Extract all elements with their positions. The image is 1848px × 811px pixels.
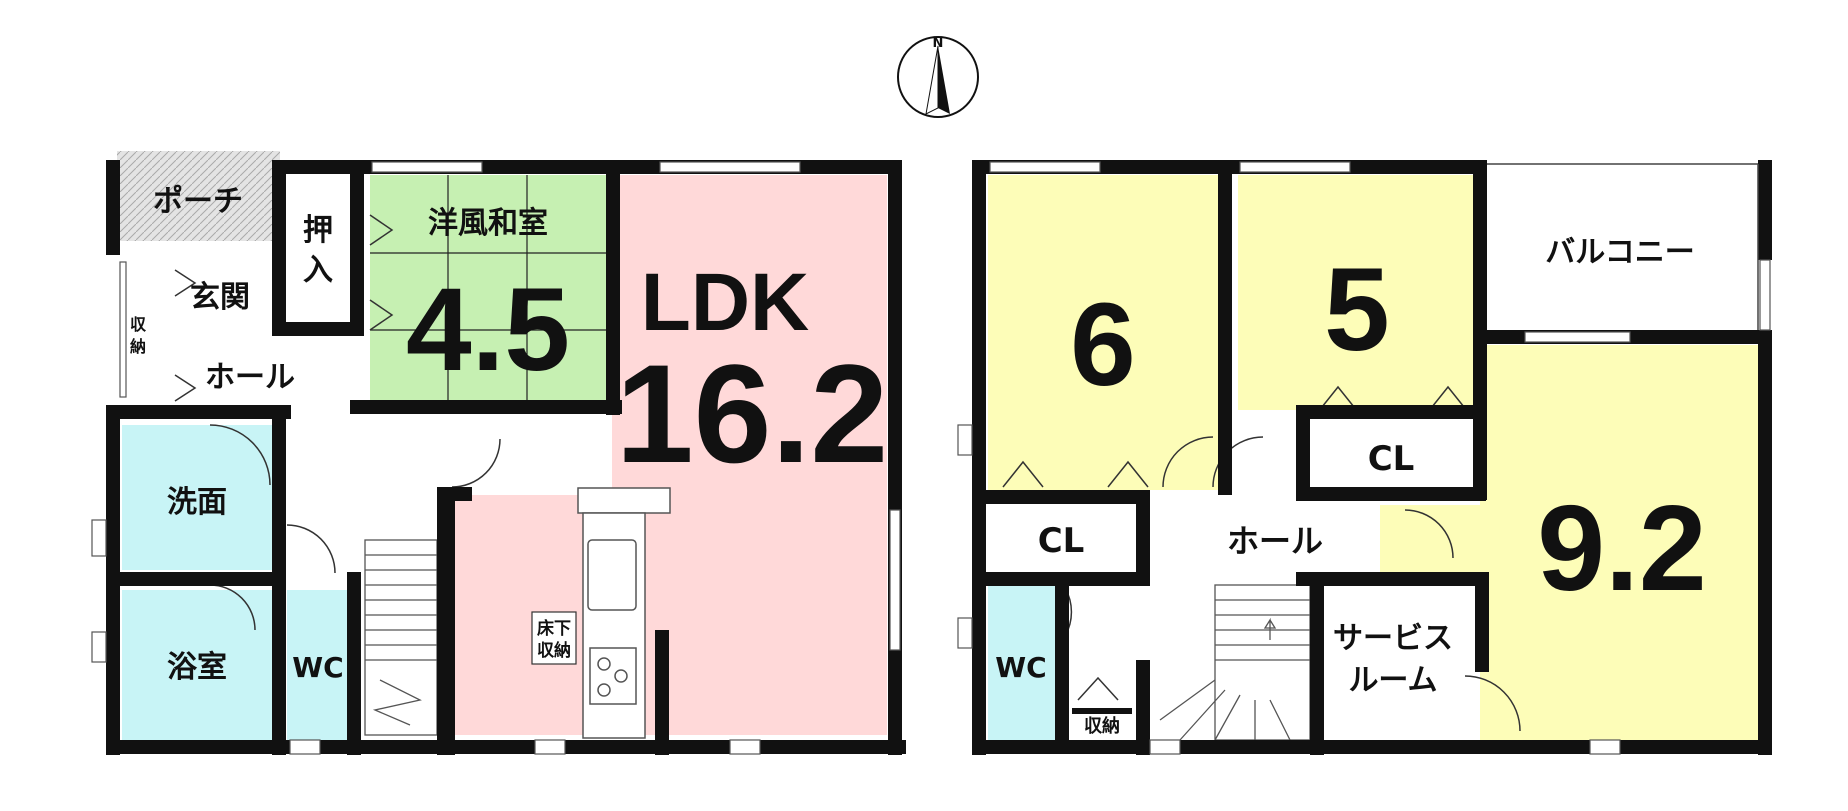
porch-label: ポーチ (153, 184, 243, 219)
floor-1: ポーチ 玄関 収 納 ホール 押 入 洗面 浴室 WC 洋風和室 4.5 LDK… (91, 151, 906, 755)
stairs-1f (364, 539, 438, 736)
hall-2f-label: ホール (1227, 522, 1323, 560)
storage-2f-label: 収納 (1084, 715, 1120, 737)
room-92-size: 9.2 (1537, 480, 1707, 616)
bath-area (122, 590, 272, 740)
balcony-label: バルコニー (1545, 235, 1694, 270)
wc-1f-label: WC (292, 651, 343, 684)
compass-icon: N (897, 36, 979, 118)
cl-wall-1 (1296, 487, 1486, 501)
cl-label-1: CL (1038, 521, 1085, 561)
washroom-area (122, 425, 272, 570)
ldk-label: LDK (641, 257, 810, 348)
cl-box-1 (986, 504, 1136, 572)
walls-2f (972, 160, 1772, 755)
wc1-area (287, 590, 347, 740)
storage-label-1: 収 (130, 315, 147, 334)
porch-area (117, 151, 280, 241)
room-6-area (988, 175, 1218, 490)
storage-label-2: 納 (130, 337, 146, 356)
ldk-size: 16.2 (616, 335, 888, 492)
windows-1f (91, 161, 901, 755)
wc-2f-label: WC (995, 651, 1046, 684)
washroom-label: 洗面 (167, 485, 227, 520)
door-swings-1f (174, 214, 501, 631)
room-92-area (1480, 345, 1765, 740)
cl-box-2 (1310, 419, 1473, 487)
service-room-label-1: サービス (1333, 621, 1453, 656)
japanese-room-label: 洋風和室 (428, 206, 548, 241)
closet-label-a: 押 (303, 213, 333, 248)
room-6-size: 6 (1070, 279, 1136, 411)
underfloor-label-2: 収納 (537, 640, 571, 661)
tatami-grid (370, 175, 606, 408)
kitchen-counter (577, 487, 671, 739)
hall-1f-label: ホール (205, 360, 295, 395)
floor-2: 6 5 バルコニー CL CL ホール 9.2 サービス ルーム WC 収納 (957, 160, 1772, 755)
japanese-room-size: 4.5 (406, 264, 570, 396)
closet-label-b: 入 (303, 253, 333, 288)
stairs-2f (1159, 584, 1311, 741)
windows-2f (957, 161, 1771, 755)
room-5-area (1238, 175, 1473, 410)
underfloor-box (531, 611, 577, 665)
balcony-outline (1487, 163, 1759, 330)
wc-2f-area (988, 585, 1055, 740)
cl-label-2: CL (1368, 439, 1415, 479)
compass-north: N (933, 36, 944, 51)
entrance-label: 玄関 (190, 280, 250, 315)
service-room-label-2: ルーム (1348, 663, 1437, 698)
bath-label: 浴室 (167, 650, 227, 685)
room-92-ext (1380, 505, 1490, 580)
underfloor-label-1: 床下 (537, 618, 571, 639)
japanese-room-area (370, 175, 610, 408)
room-5-size: 5 (1324, 244, 1390, 376)
